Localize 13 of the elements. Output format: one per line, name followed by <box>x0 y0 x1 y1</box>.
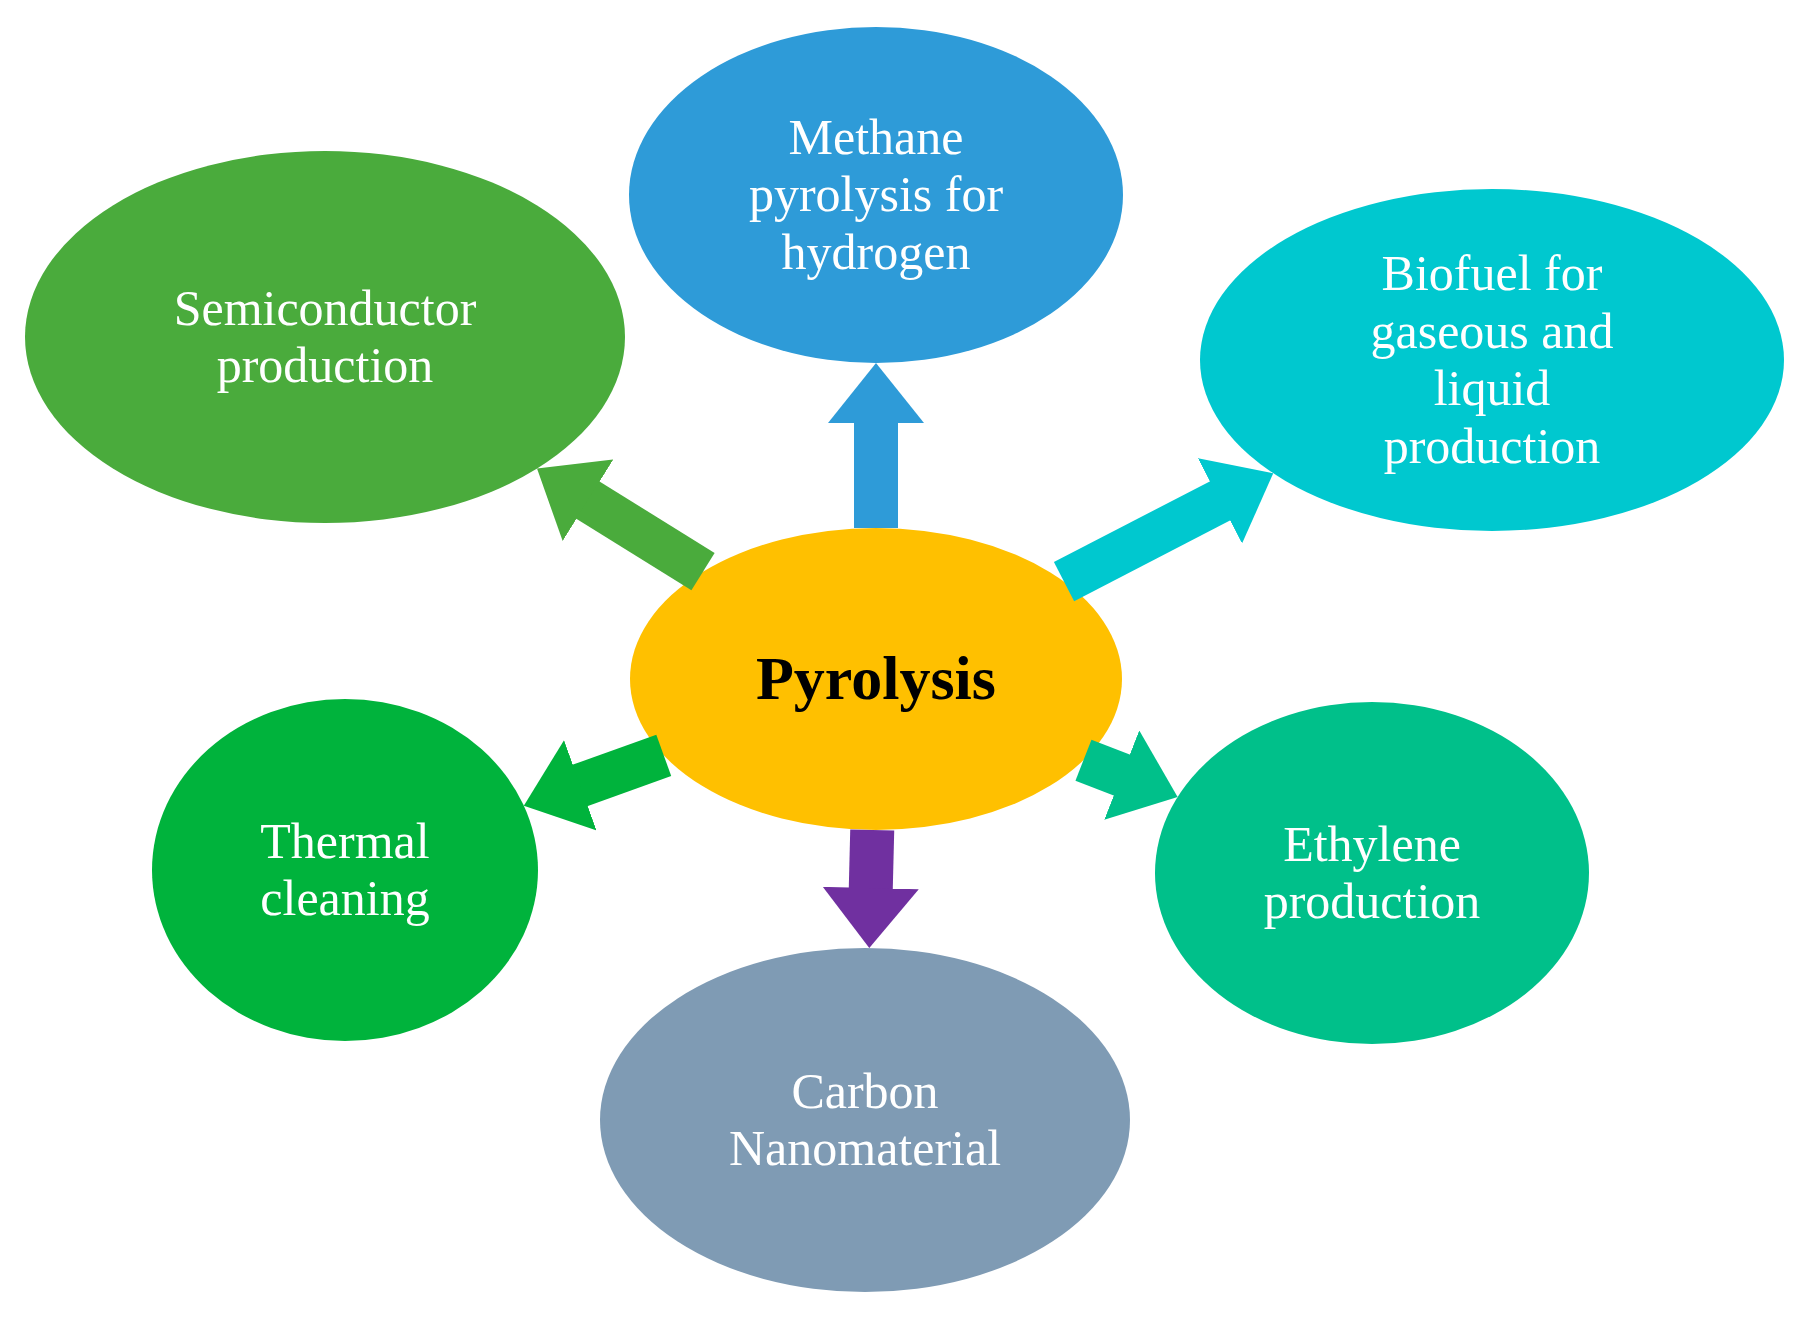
block-arrow <box>523 734 672 831</box>
block-arrow <box>537 459 715 591</box>
block-arrow <box>1075 730 1178 820</box>
block-arrow <box>1053 458 1274 602</box>
block-arrow <box>828 363 924 528</box>
node-label: Ethylene production <box>1262 815 1482 931</box>
node-label: Biofuel for gaseous and liquid production <box>1369 245 1615 475</box>
block-arrow <box>822 829 919 948</box>
node-label: Thermal cleaning <box>259 812 431 928</box>
hub-label: Pyrolysis <box>755 643 997 715</box>
node-label: Carbon Nanomaterial <box>727 1062 1003 1178</box>
node-label: Methane pyrolysis for hydrogen <box>747 108 1005 282</box>
node-label: Semiconductor production <box>172 279 478 395</box>
